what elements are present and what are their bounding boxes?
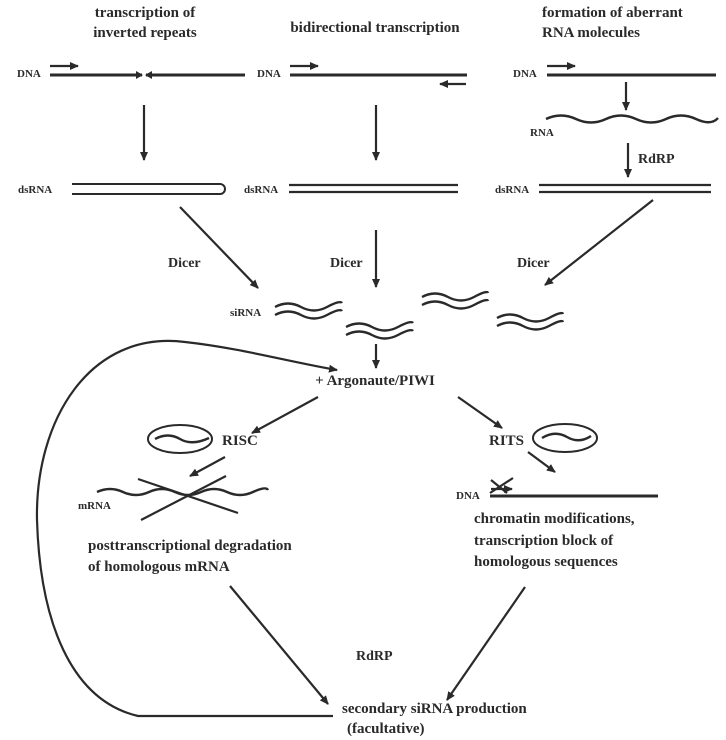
rits-result-line3: homologous sequences (474, 554, 618, 570)
right-rdrp-label: RdRP (638, 152, 675, 167)
right-dna (547, 62, 716, 77)
hairpin-dsrna (72, 183, 226, 195)
risc-complex-icon (147, 424, 213, 454)
cleavage-cross-icon (137, 475, 239, 521)
blocked-transcription-icon (489, 477, 514, 494)
left-dna-label: DNA (17, 68, 41, 80)
rits-label: RITS (489, 433, 524, 449)
right-dsrna-label: dsRNA (495, 184, 529, 196)
left-title-line2: inverted repeats (93, 25, 197, 41)
risc-result-line1: posttranscriptional degradation (88, 538, 292, 554)
risc-to-secondary-arrow (229, 585, 329, 705)
risc-to-mrna-arrow (189, 456, 226, 477)
rits-guide-rna (541, 432, 592, 442)
right-dicer-label: Dicer (517, 256, 550, 271)
left-dsrna-label: dsRNA (18, 184, 52, 196)
mrna-label: mRNA (78, 500, 111, 512)
secondary-line1: secondary siRNA production (342, 701, 527, 717)
secondary-line2: (facultative) (347, 721, 424, 737)
risc-guide-rna (154, 434, 210, 444)
middle-dicer-label: Dicer (330, 256, 363, 271)
rits-result-line2: transcription block of (474, 533, 614, 549)
sirna-duplex-4 (496, 311, 565, 331)
right-dsrna (539, 183, 711, 194)
right-rna-label: RNA (530, 127, 554, 139)
bidirectional-dna (290, 62, 467, 88)
rits-result-line1: chromatin modifications, (474, 511, 635, 527)
middle-dsrna (289, 183, 458, 194)
argonaute-label: + Argonaute/PIWI (315, 373, 435, 389)
sirna-label: siRNA (230, 307, 261, 319)
sirna-duplex-1 (274, 300, 343, 320)
inverted-repeat-dna (50, 62, 245, 79)
bottom-rdrp-label: RdRP (356, 649, 393, 664)
right-dicer-arrow (544, 199, 654, 286)
rits-complex-icon (532, 423, 598, 453)
sirna-duplex-2 (345, 320, 414, 340)
left-title-line1: transcription of (95, 5, 196, 21)
right-title-line2: RNA molecules (542, 25, 640, 41)
middle-dsrna-label: dsRNA (244, 184, 278, 196)
risc-result-line2: of homologous mRNA (88, 559, 230, 575)
risc-label: RISC (222, 433, 258, 449)
sirna-duplex-3 (421, 290, 490, 310)
rits-dna-label: DNA (456, 490, 480, 502)
left-dicer-arrow (179, 206, 259, 289)
argonaute-to-risc-arrow (251, 396, 319, 434)
middle-dna-label: DNA (257, 68, 281, 80)
left-dicer-label: Dicer (168, 256, 201, 271)
rits-to-secondary-arrow (446, 586, 526, 701)
right-title-line1: formation of aberrant (542, 5, 683, 21)
middle-title: bidirectional transcription (290, 20, 460, 36)
feedback-loop-arrow (35, 339, 338, 718)
rits-to-dna-arrow (527, 451, 556, 473)
right-dna-label: DNA (513, 68, 537, 80)
aberrant-rna (545, 114, 719, 124)
argonaute-to-rits-arrow (457, 396, 503, 429)
